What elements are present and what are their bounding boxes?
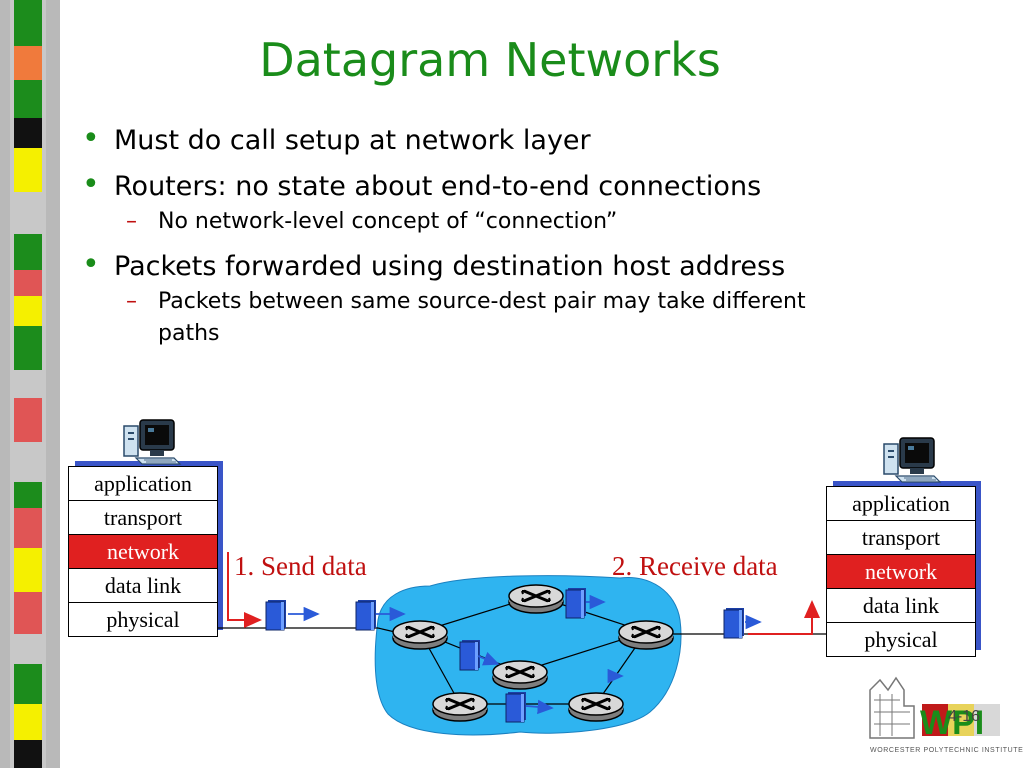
sub-bullet-text: No network-level concept of “connection”: [158, 209, 618, 234]
bullet-text: Routers: no state about end-to-end conne…: [114, 171, 762, 202]
bullet-list: • Must do call setup at network layer • …: [82, 121, 982, 350]
sub-bullet-item: – No network-level concept of “connectio…: [82, 206, 982, 238]
bullet-item: • Packets forwarded using destination ho…: [82, 247, 982, 284]
bullet-dot-icon: •: [82, 121, 100, 156]
layer-application: application: [827, 487, 975, 521]
page-number: 4-16: [948, 708, 981, 725]
source-protocol-stack: application transport network data link …: [68, 461, 223, 637]
sub-bullet-item: – Packets between same source-dest pair …: [82, 286, 838, 350]
layer-application: application: [69, 467, 217, 501]
decorative-side-strip: [0, 0, 60, 768]
layer-network: network: [69, 535, 217, 569]
dash-icon: –: [126, 209, 137, 234]
sub-bullet-text: Packets between same source-dest pair ma…: [158, 289, 806, 346]
bullet-item: • Must do call setup at network layer: [82, 121, 982, 158]
receive-data-label: 2. Receive data: [612, 551, 778, 581]
destination-protocol-stack: application transport network data link …: [826, 481, 981, 657]
layer-data-link: data link: [827, 589, 975, 623]
layer-physical: physical: [69, 603, 217, 636]
bullet-text: Packets forwarded using destination host…: [114, 251, 786, 282]
bullet-dot-icon: •: [82, 247, 100, 282]
bullet-item: • Routers: no state about end-to-end con…: [82, 167, 982, 204]
slide-title: Datagram Networks: [259, 33, 721, 87]
bullet-text: Must do call setup at network layer: [114, 125, 591, 156]
layer-transport: transport: [827, 521, 975, 555]
network-diagram: WPI WORCESTER POLYTECHNIC INSTITUTE: [123, 419, 1023, 754]
svg-text:WORCESTER POLYTECHNIC INSTITUT: WORCESTER POLYTECHNIC INSTITUTE: [870, 747, 1023, 754]
layer-data-link: data link: [69, 569, 217, 603]
send-data-label: 1. Send data: [234, 551, 367, 581]
wpi-logo: WPI WORCESTER POLYTECHNIC INSTITUTE: [869, 676, 1023, 754]
layer-network: network: [827, 555, 975, 589]
svg-text:WPI: WPI: [920, 704, 984, 742]
bullet-dot-icon: •: [82, 167, 100, 202]
dash-icon: –: [126, 289, 137, 314]
layer-physical: physical: [827, 623, 975, 656]
layer-transport: transport: [69, 501, 217, 535]
